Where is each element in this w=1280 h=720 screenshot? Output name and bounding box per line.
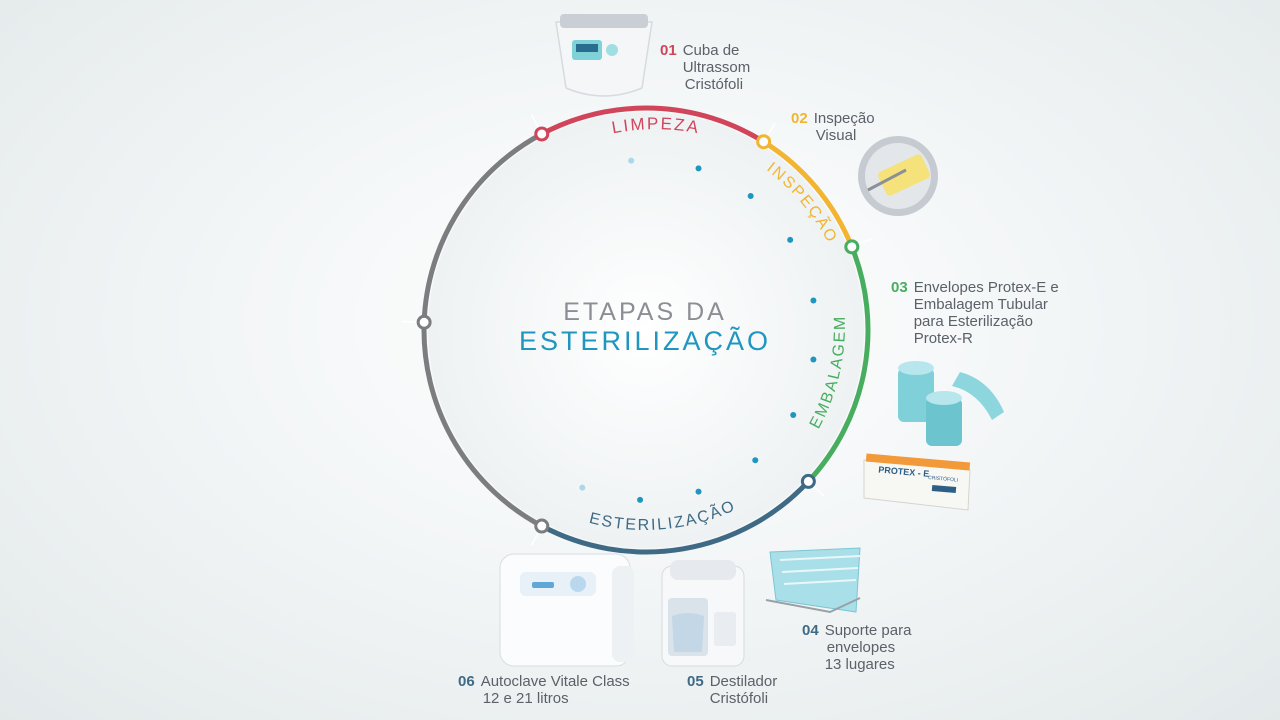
step-text-line: para Esterilização <box>913 313 1033 330</box>
progress-dot <box>695 488 702 495</box>
ring-arc-segment <box>421 131 543 529</box>
ring-node <box>534 518 550 534</box>
ring-arc-segment <box>806 245 871 484</box>
step-number: 05 <box>687 673 704 690</box>
progress-dot <box>810 356 817 363</box>
step-text-line: Suporte para <box>824 622 912 639</box>
distiller-illustration <box>661 560 745 667</box>
progress-dot <box>637 496 644 503</box>
ultrasonic-tank-illustration <box>555 14 653 97</box>
ring-arc-segment <box>540 479 811 555</box>
ring-arc-segment <box>762 139 855 248</box>
progress-dot <box>810 297 817 304</box>
progress-dot <box>747 193 754 200</box>
step-number: 04 <box>802 622 819 639</box>
progress-dot <box>787 236 794 243</box>
tubular-rolls-illustration <box>898 361 1004 446</box>
step-text-line: Cristófoli <box>684 76 744 93</box>
center-title-line2: ESTERILIZAÇÃO <box>518 326 772 356</box>
ring-node <box>844 239 860 255</box>
step-number: 01 <box>660 42 677 59</box>
step-text-line: Visual <box>815 127 857 144</box>
progress-dot <box>790 412 797 418</box>
step-text-line: Cristófoli <box>709 690 769 707</box>
inspection-magnifier-illustration <box>858 136 938 216</box>
ring-nodes <box>402 114 873 546</box>
arc-label-limpeza: LIMPEZA <box>610 114 701 137</box>
step-number: 03 <box>891 279 908 296</box>
ring-node <box>756 134 772 150</box>
ring-node <box>800 473 816 489</box>
center-title-line1: ETAPAS DA <box>563 298 727 326</box>
progress-dot <box>752 457 759 464</box>
step-text-line: envelopes <box>826 639 896 656</box>
step-text-line: 12 e 21 litros <box>482 690 569 707</box>
ring-arc-segment <box>540 105 765 144</box>
progress-dot <box>628 157 635 164</box>
step-text-line: Ultrassom <box>682 59 751 76</box>
step-label-06: 06 Autoclave Vitale Class 12 e 21 litros <box>458 673 630 707</box>
protex-brand-text: CRISTÓFOLI <box>928 474 959 484</box>
protex-box-illustration: PROTEX - E CRISTÓFOLI <box>863 453 971 511</box>
step-label-02: 02 Inspeção Visual <box>791 110 875 144</box>
step-text-line: 13 lugares <box>824 656 895 673</box>
autoclave-illustration <box>499 553 634 667</box>
progress-dots <box>579 157 817 503</box>
inner-disk <box>428 112 864 548</box>
cycle-ring <box>421 105 871 555</box>
step-label-03: 03 Envelopes Protex-E e Embalagem Tubula… <box>891 279 1059 347</box>
step-text-line: Envelopes Protex-E e <box>913 279 1059 296</box>
step-number: 06 <box>458 673 475 690</box>
step-label-01: 01 Cuba de Ultrassom Cristófoli <box>660 42 750 93</box>
envelope-rack-illustration <box>765 547 861 614</box>
protex-box-text: PROTEX - E <box>878 465 930 479</box>
ring-node <box>416 314 432 330</box>
step-text-line: Destilador <box>709 673 778 690</box>
step-label-05: 05 Destilador Cristófoli <box>687 673 777 707</box>
step-number: 02 <box>791 110 808 127</box>
ring-node <box>534 126 550 142</box>
step-label-04: 04 Suporte para envelopes 13 lugares <box>802 622 911 673</box>
step-text-line: Embalagem Tubular <box>913 296 1048 313</box>
progress-dot <box>695 165 702 172</box>
step-text-line: Autoclave Vitale Class <box>480 673 630 690</box>
step-text-line: Protex-R <box>913 330 973 347</box>
step-text-line: Cuba de <box>682 42 740 59</box>
step-text-line: Inspeção <box>813 110 875 127</box>
progress-dot <box>579 484 586 491</box>
